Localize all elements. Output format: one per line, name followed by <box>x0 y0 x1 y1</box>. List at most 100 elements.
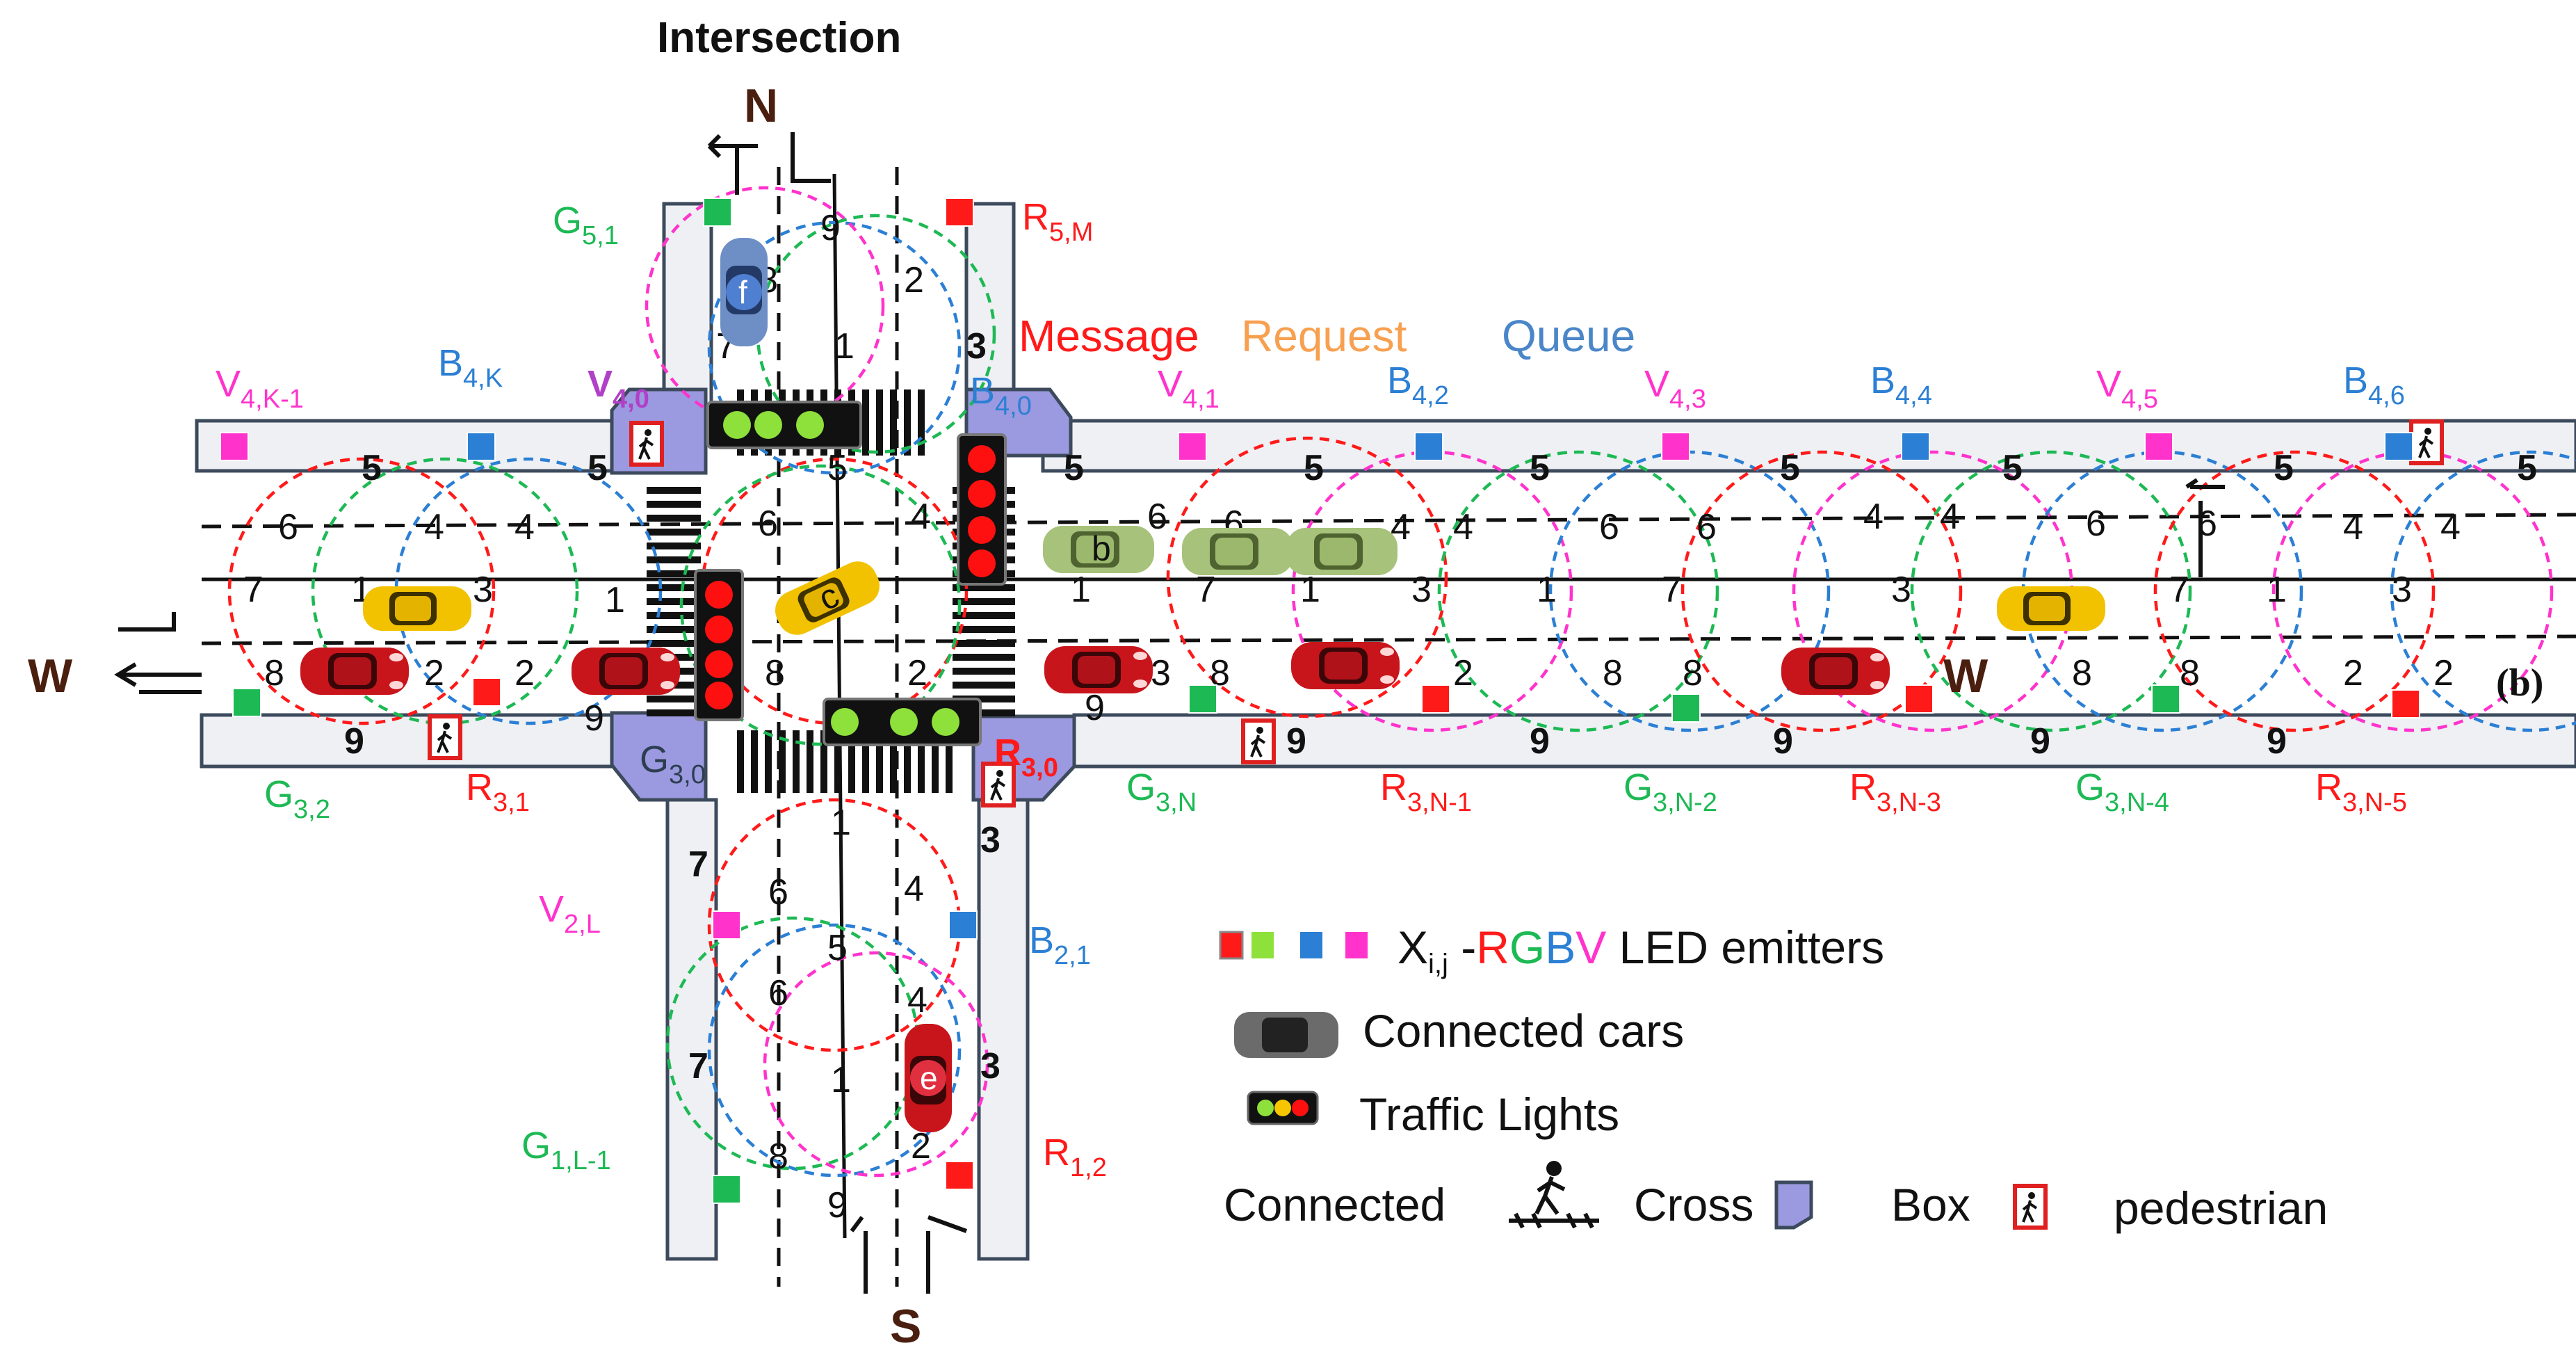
label-V41: V4,1 <box>1158 363 1220 414</box>
svg-text:2: 2 <box>2343 653 2363 693</box>
svg-text:9: 9 <box>820 208 841 248</box>
queue-label: Queue <box>1502 311 1635 361</box>
svg-text:9: 9 <box>1286 721 1306 762</box>
car-red-west <box>300 648 409 695</box>
compass-west: W <box>28 650 73 702</box>
svg-text:Traffic Lights: Traffic Lights <box>1359 1088 1619 1140</box>
label-R5M: R5,M <box>1022 196 1093 247</box>
label-V4K1: V4,K-1 <box>216 363 304 414</box>
svg-text:4: 4 <box>2343 507 2363 547</box>
label-V40: V4,0 <box>588 363 649 414</box>
svg-text:9: 9 <box>1530 721 1550 762</box>
svg-text:2: 2 <box>1453 653 1473 693</box>
svg-text:Xi,j -RGBV LED emitters: Xi,j -RGBV LED emitters <box>1398 922 1884 979</box>
car-red-east-2 <box>1291 642 1400 689</box>
car-c: c <box>768 555 886 641</box>
legend-bottom-row: Connected Cross Box pedestrian <box>1224 1161 2328 1234</box>
request-label: Request <box>1241 311 1407 361</box>
svg-text:1: 1 <box>831 1060 851 1100</box>
label-V43: V4,3 <box>1644 363 1706 414</box>
svg-text:3: 3 <box>1151 653 1171 693</box>
label-G30: G3,0 <box>640 739 706 789</box>
compass-north: N <box>744 79 778 132</box>
legend-connected-cars: Connected cars <box>1234 1005 1684 1058</box>
svg-text:1: 1 <box>1071 570 1091 610</box>
svg-text:4: 4 <box>1453 507 1473 547</box>
svg-text:7: 7 <box>1662 570 1682 610</box>
crosswalk-pedestrian-icon <box>1509 1161 1599 1229</box>
svg-text:4: 4 <box>515 507 535 547</box>
svg-text:5: 5 <box>1530 448 1550 488</box>
label-B44: B4,4 <box>1870 360 1932 410</box>
svg-text:1: 1 <box>834 326 854 367</box>
svg-text:b: b <box>1092 529 1111 568</box>
label-B4K: B4,K <box>438 342 503 393</box>
label-R3N5: R3,N-5 <box>2315 766 2407 817</box>
traffic-light-east <box>957 433 1007 586</box>
svg-text:e: e <box>920 1060 938 1096</box>
svg-text:7: 7 <box>688 1046 708 1086</box>
box-pedestrian-icon <box>2015 1186 2046 1228</box>
svg-text:5: 5 <box>1304 448 1324 488</box>
svg-text:6: 6 <box>278 507 298 547</box>
svg-text:Cross: Cross <box>1634 1179 1753 1230</box>
svg-text:3: 3 <box>1411 570 1432 610</box>
svg-text:1: 1 <box>605 580 625 620</box>
svg-text:4: 4 <box>1863 497 1884 537</box>
label-G1L1: G1,L-1 <box>521 1125 611 1175</box>
car-green-3 <box>1286 528 1398 575</box>
svg-text:1: 1 <box>2267 570 2287 610</box>
cars: b c f e <box>300 238 2105 1132</box>
message-label: Message <box>1019 311 1199 361</box>
diagram-title: Intersection <box>657 14 901 62</box>
direction-arrows <box>114 132 2225 1294</box>
svg-text:9: 9 <box>1773 721 1793 762</box>
label-G3N2: G3,N-2 <box>1623 766 1717 817</box>
car-red-west-2 <box>572 648 680 695</box>
label-G32: G3,2 <box>264 773 330 824</box>
svg-text:8: 8 <box>264 653 284 693</box>
svg-text:4: 4 <box>424 507 444 547</box>
svg-text:6: 6 <box>768 872 788 913</box>
svg-text:5: 5 <box>2517 448 2537 488</box>
label-V2L: V2,L <box>539 888 601 939</box>
svg-text:8: 8 <box>1603 653 1623 693</box>
svg-text:4: 4 <box>904 869 924 909</box>
svg-text:5: 5 <box>1064 448 1084 488</box>
svg-text:pedestrian: pedestrian <box>2114 1182 2328 1234</box>
svg-text:5: 5 <box>2002 448 2023 488</box>
svg-text:2: 2 <box>904 260 924 300</box>
legend: Xi,j -RGBV LED emitters Connected cars T… <box>1219 922 2328 1234</box>
svg-text:2: 2 <box>2433 653 2454 693</box>
svg-text:2: 2 <box>424 653 444 693</box>
svg-text:2: 2 <box>911 1126 931 1166</box>
svg-text:8: 8 <box>2180 653 2200 693</box>
car-yellow-east <box>1997 586 2105 631</box>
label-R30: R3,0 <box>994 732 1058 782</box>
svg-text:3: 3 <box>473 570 493 610</box>
car-f: f <box>720 238 768 346</box>
svg-text:Box: Box <box>1891 1179 1970 1230</box>
legend-traffic-lights: Traffic Lights <box>1247 1088 1619 1140</box>
svg-text:5: 5 <box>827 928 848 968</box>
svg-text:6: 6 <box>758 504 778 544</box>
emitters <box>220 198 2420 1204</box>
svg-text:1: 1 <box>1537 570 1557 610</box>
svg-text:7: 7 <box>688 844 708 885</box>
traffic-light-north <box>706 401 862 449</box>
svg-text:7: 7 <box>1196 570 1216 610</box>
svg-text:9: 9 <box>827 1185 848 1226</box>
svg-text:7: 7 <box>243 570 264 610</box>
panel-label: (b) <box>2496 661 2543 705</box>
svg-text:5: 5 <box>1780 448 1800 488</box>
svg-text:8: 8 <box>1683 653 1703 693</box>
svg-text:1: 1 <box>1300 570 1320 610</box>
svg-text:3: 3 <box>966 326 987 367</box>
svg-text:9: 9 <box>2267 721 2287 762</box>
svg-text:8: 8 <box>2072 653 2092 693</box>
label-R31: R3,1 <box>466 766 530 817</box>
label-B46: B4,6 <box>2343 360 2405 410</box>
label-G3N: G3,N <box>1126 766 1197 817</box>
